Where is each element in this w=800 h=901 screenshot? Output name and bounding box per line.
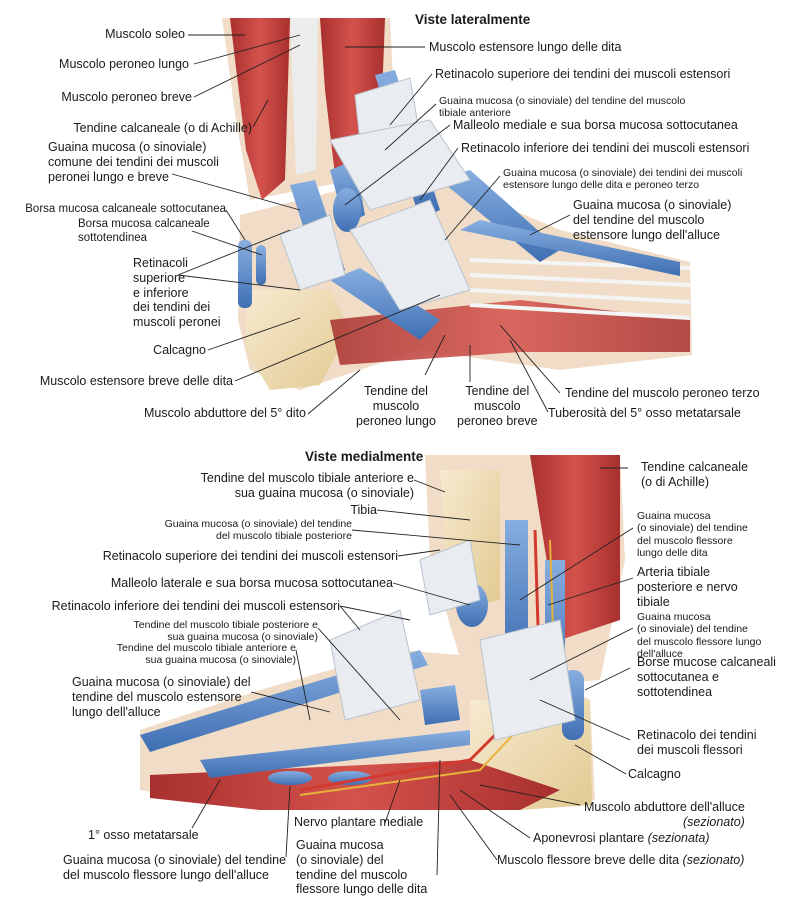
label-malleolo-mediale: Malleolo mediale e sua borsa mucosa sott…	[453, 118, 738, 132]
label-guaina-estensore-alluce-top: Guaina mucosa (o sinoviale) del tendine …	[573, 198, 732, 242]
label-guaina-estensore-dita: Guaina mucosa (o sinoviale) dei tendini …	[503, 167, 743, 192]
label-retinacolo-superiore: Retinacolo superiore dei tendini dei mus…	[102, 549, 398, 563]
medial-view-heading: Viste medialmente	[305, 449, 424, 464]
medial-retinacula	[329, 539, 576, 741]
label-peroneo-terzo: Tendine del muscolo peroneo terzo	[565, 386, 760, 400]
label-retinacolo-sup-estensori: Retinacolo superiore dei tendini dei mus…	[435, 67, 731, 81]
label-retinacolo-flessori: Retinacolo dei tendini dei muscoli fless…	[637, 728, 757, 757]
label-retinacolo-inf-estensori: Retinacolo inferiore dei tendini dei mus…	[461, 141, 750, 155]
label-tibiale-anteriore-guaina: Tendine del muscolo tibiale anteriore e …	[200, 471, 414, 500]
label-calcagno-bottom: Calcagno	[628, 767, 681, 781]
label-borsa-sottocutanea: Borsa mucosa calcaneale sottocutanea	[25, 203, 226, 215]
label-nervo-plantare: Nervo plantare mediale	[294, 815, 424, 829]
label-guaina-estensore-alluce-bottom: Guaina mucosa (o sinoviale) del tendine …	[72, 675, 251, 719]
label-malleolo-laterale: Malleolo laterale e sua borsa mucosa sot…	[110, 576, 393, 590]
label-guaina-flessore-alluce-right: Guaina mucosa (o sinoviale) del tendine …	[637, 611, 762, 661]
label-estensore-lungo-dita: Muscolo estensore lungo delle dita	[429, 40, 622, 54]
label-guaina-peronei: Guaina mucosa (o sinoviale) comune dei t…	[48, 140, 219, 184]
label-tendine-peroneo-lungo: Tendine del muscolo peroneo lungo	[356, 384, 436, 428]
label-flessore-breve-dita: Muscolo flessore breve delle dita (sezio…	[497, 853, 745, 867]
label-tibiale-anteriore-guaina-2: Tendine del muscolo tibiale anteriore e …	[116, 642, 296, 667]
label-arteria-tibiale: Arteria tibiale posteriore e nervo tibia…	[637, 565, 738, 609]
label-estensore-breve: Muscolo estensore breve delle dita	[39, 374, 233, 388]
label-borse-calcaneali: Borse mucose calcaneali sottocutanea e s…	[637, 655, 776, 699]
label-guaina-tibiale-posteriore: Guaina mucosa (o sinoviale) del tendine …	[164, 518, 352, 543]
label-retinacoli-peronei: Retinacoli superiore e inferiore dei ten…	[133, 256, 221, 329]
lateral-soleus	[230, 18, 290, 200]
label-metatarsale-1: 1° osso metatarsale	[88, 828, 199, 842]
label-guaina-tibiale-anteriore: Guaina mucosa (o sinoviale) del tendine …	[439, 95, 686, 120]
label-guaina-flessore-dita-bottom: Guaina mucosa (o sinoviale) del tendine …	[296, 838, 428, 897]
label-tendine-peroneo-breve: Tendine del muscolo peroneo breve	[457, 384, 538, 428]
lateral-foot-drawing	[222, 18, 692, 390]
label-peroneo-breve: Muscolo peroneo breve	[61, 90, 192, 104]
lateral-retinacula	[279, 77, 471, 311]
label-abduttore-alluce: Muscolo abduttore dell'alluce (sezionato…	[584, 800, 745, 829]
label-tendine-achille-bottom: Tendine calcaneale (o di Achille)	[641, 460, 749, 489]
lateral-view-heading: Viste lateralmente	[415, 12, 531, 27]
label-calcagno-top: Calcagno	[153, 343, 206, 357]
medial-foot-drawing	[140, 455, 625, 810]
label-tuberosita: Tuberosità del 5° osso metatarsale	[548, 406, 741, 420]
label-muscolo-soleo: Muscolo soleo	[105, 27, 185, 41]
leader-lines	[171, 34, 634, 876]
label-tibia: Tibia	[350, 503, 377, 517]
label-retinacolo-inferiore: Retinacolo inferiore dei tendini dei mus…	[51, 599, 340, 613]
lateral-tendon-strip	[290, 18, 318, 175]
label-peroneo-lungo: Muscolo peroneo lungo	[59, 57, 189, 71]
label-guaina-flessore-dita-right: Guaina mucosa (o sinoviale) del tendine …	[637, 510, 748, 560]
label-aponevrosi-plantare: Aponevrosi plantare (sezionata)	[533, 831, 710, 845]
label-guaina-flessore-alluce: Guaina mucosa (o sinoviale) del tendine …	[63, 853, 287, 882]
label-abduttore-5: Muscolo abduttore del 5° dito	[143, 406, 306, 420]
label-borsa-sottotendinea: Borsa mucosa calcaneale sottotendinea	[78, 218, 210, 244]
label-tendine-achille: Tendine calcaneale (o di Achille)	[73, 121, 252, 135]
label-tibiale-posteriore-guaina: Tendine del muscolo tibiale posteriore e…	[133, 619, 318, 644]
